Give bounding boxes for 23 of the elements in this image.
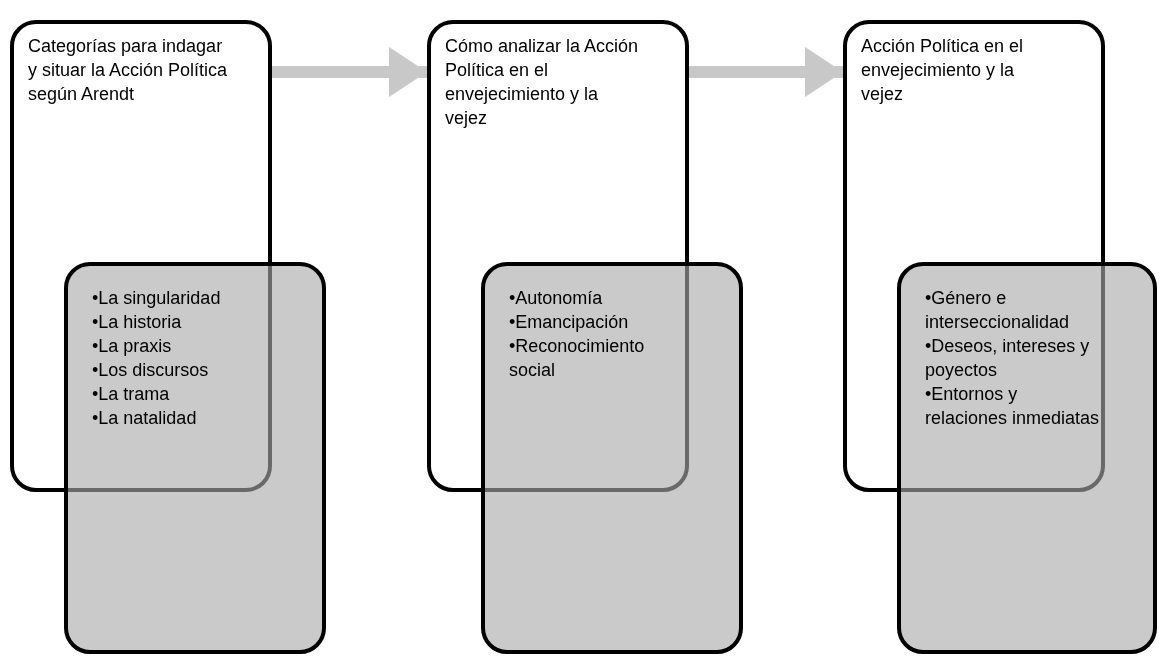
list-item: •La trama	[92, 383, 171, 406]
list-item: •La natalidad	[92, 407, 198, 430]
list-card	[64, 262, 326, 654]
list-card	[481, 262, 743, 654]
list-item: •Género e interseccionalidad	[925, 287, 1071, 334]
list-item: •Emancipación	[509, 311, 630, 334]
list-item: •La praxis	[92, 335, 173, 358]
heading-card	[843, 20, 1105, 492]
list-item: •La singularidad	[92, 287, 222, 310]
arrow	[272, 47, 427, 97]
list-item: •Deseos, intereses y poyectos	[925, 335, 1091, 382]
heading-card	[10, 20, 272, 492]
card-heading: Acción Política en el envejecimiento y la vejez	[861, 35, 1025, 106]
list-item: •Autonomía	[509, 287, 604, 310]
list-item: •Entornos y relaciones inmediatas	[925, 383, 1101, 430]
card-heading: Categorías para indagar y situar la Acción Política según Arendt	[28, 35, 228, 106]
heading-card	[427, 20, 689, 492]
list-item: •La historia	[92, 311, 183, 334]
list-card	[897, 262, 1157, 654]
card-heading: Cómo analizar la Acción Política en el envejecimiento y la vejez	[445, 35, 640, 130]
arrow	[689, 47, 843, 97]
list-item: •Los discursos	[92, 359, 210, 382]
list-item: •Reconocimiento social	[509, 335, 646, 382]
